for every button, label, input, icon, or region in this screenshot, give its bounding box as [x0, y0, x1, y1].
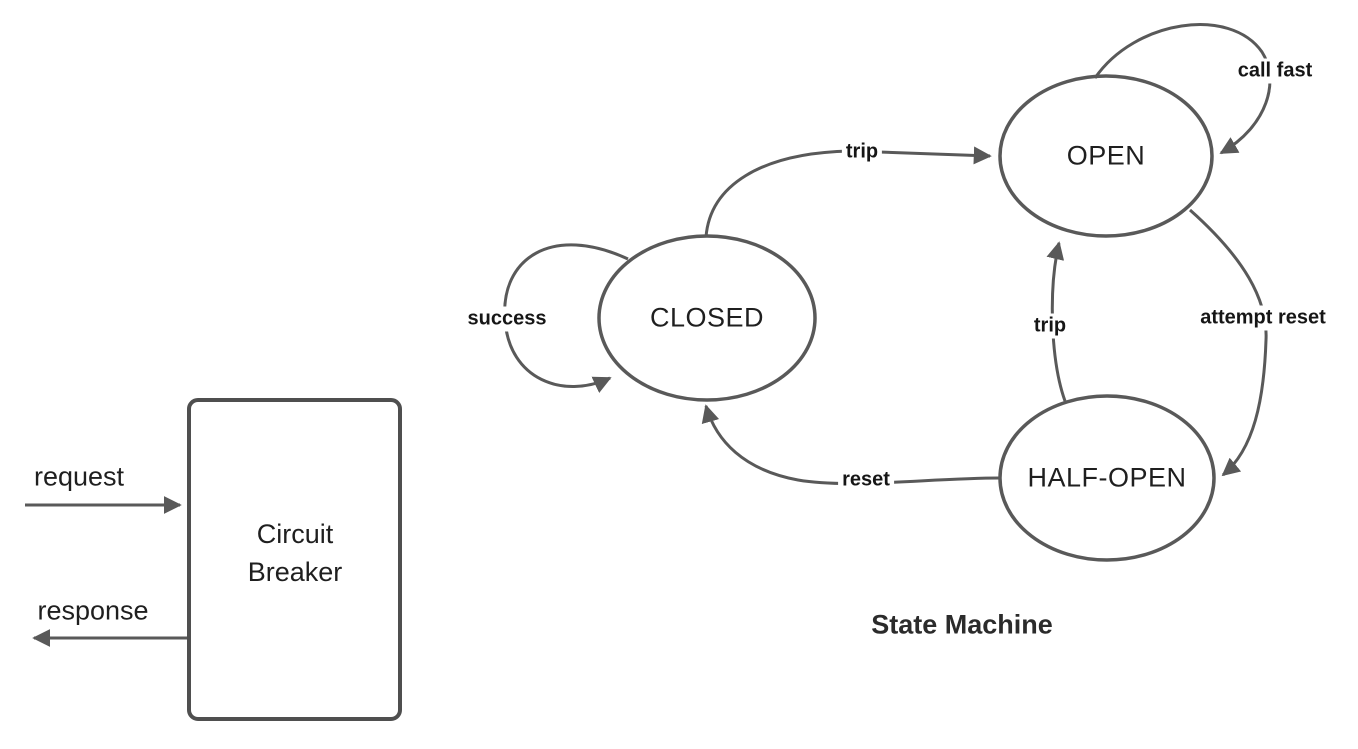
- transition-label-trip-closed-open: trip: [841, 139, 883, 165]
- transition-label-call-fast: call fast: [1233, 58, 1317, 84]
- response-label: response: [37, 595, 149, 626]
- transition-open-to-half-open: [1189, 208, 1268, 477]
- transition-label-attempt-reset: attempt reset: [1196, 305, 1330, 331]
- transition-half-open-to-closed: [701, 404, 1001, 486]
- transition-closed-to-open: [704, 146, 992, 238]
- circuit-breaker-box: [187, 398, 402, 721]
- state-open-label: OPEN: [1066, 140, 1146, 171]
- circuit-breaker-label: Circuit Breaker: [247, 519, 343, 587]
- transition-open-self: [1093, 23, 1272, 155]
- request-label: request: [33, 461, 125, 492]
- state-open-ellipse: [998, 74, 1214, 238]
- transition-label-success: success: [463, 306, 551, 332]
- transition-label-trip-half-open-open: trip: [1029, 313, 1071, 339]
- state-closed-label: CLOSED: [649, 302, 765, 333]
- state-half-open-label: HALF-OPEN: [1027, 462, 1187, 493]
- transition-label-reset: reset: [838, 467, 894, 493]
- state-machine-title: State Machine: [871, 609, 1053, 640]
